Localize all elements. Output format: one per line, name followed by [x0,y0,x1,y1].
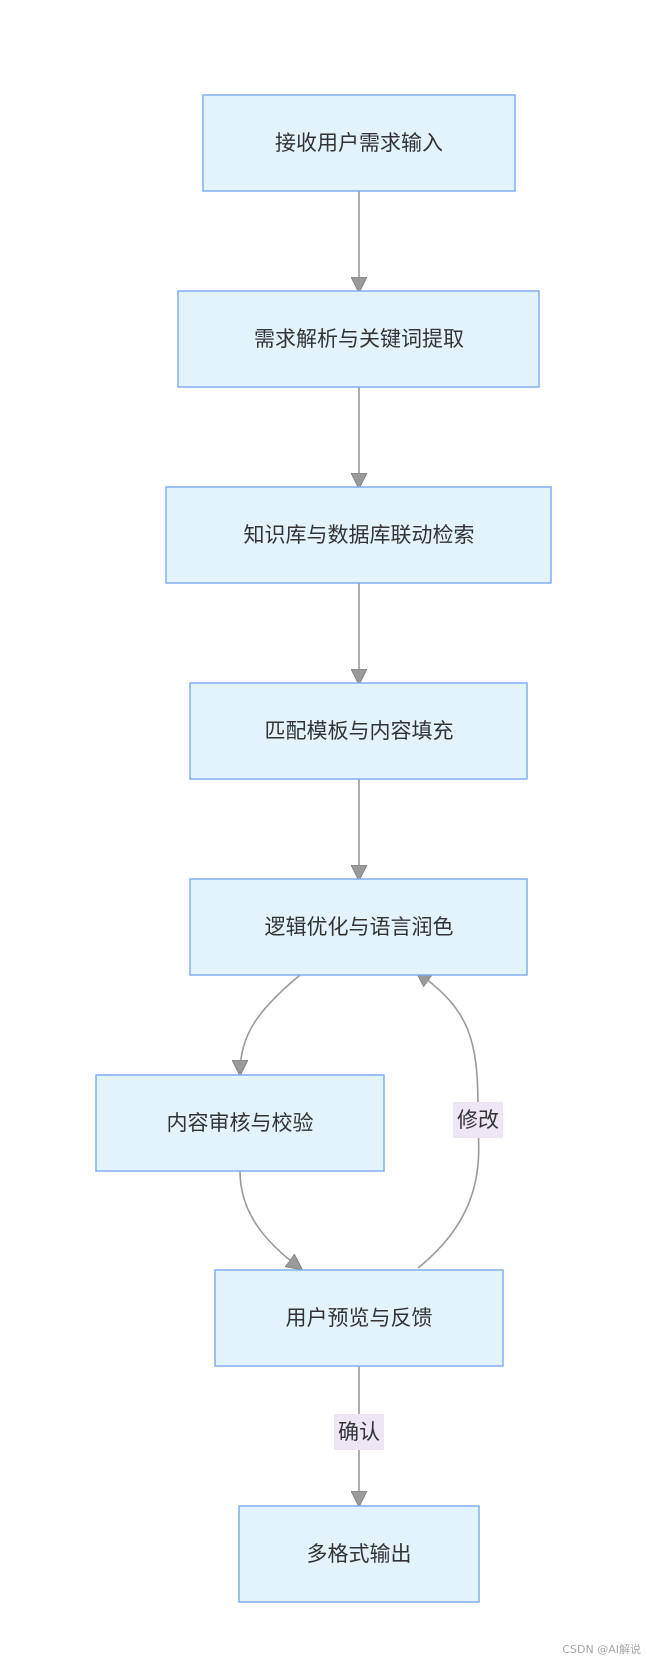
edge-label-revise-text: 修改 [457,1108,499,1132]
edge-review-to-preview [239,1170,300,1268]
node-linked-retrieval-label: 知识库与数据库联动检索 [244,523,475,547]
node-parse-keywords-label: 需求解析与关键词提取 [254,327,464,351]
node-content-review-label: 内容审核与校验 [167,1111,314,1135]
edge-label-revise: 修改 [453,1102,503,1138]
node-multi-format-output-label: 多格式输出 [307,1542,412,1566]
edge-label-confirm: 确认 [334,1414,384,1450]
node-user-preview: 用户预览与反馈 [214,1269,504,1367]
edge-optimize-to-review [240,974,301,1073]
node-multi-format-output: 多格式输出 [238,1505,480,1603]
node-content-review: 内容审核与校验 [95,1074,385,1172]
node-logic-polish: 逻辑优化与语言润色 [189,878,528,976]
node-linked-retrieval: 知识库与数据库联动检索 [165,486,552,584]
node-template-fill: 匹配模板与内容填充 [189,682,528,780]
edge-label-confirm-text: 确认 [338,1420,380,1444]
node-template-fill-label: 匹配模板与内容填充 [265,719,454,743]
node-user-preview-label: 用户预览与反馈 [286,1306,433,1330]
node-logic-polish-label: 逻辑优化与语言润色 [265,915,454,939]
node-receive-input-label: 接收用户需求输入 [275,131,443,155]
node-parse-keywords: 需求解析与关键词提取 [177,290,540,388]
node-receive-input: 接收用户需求输入 [202,94,516,192]
watermark: CSDN @AI解说 [562,1642,641,1656]
